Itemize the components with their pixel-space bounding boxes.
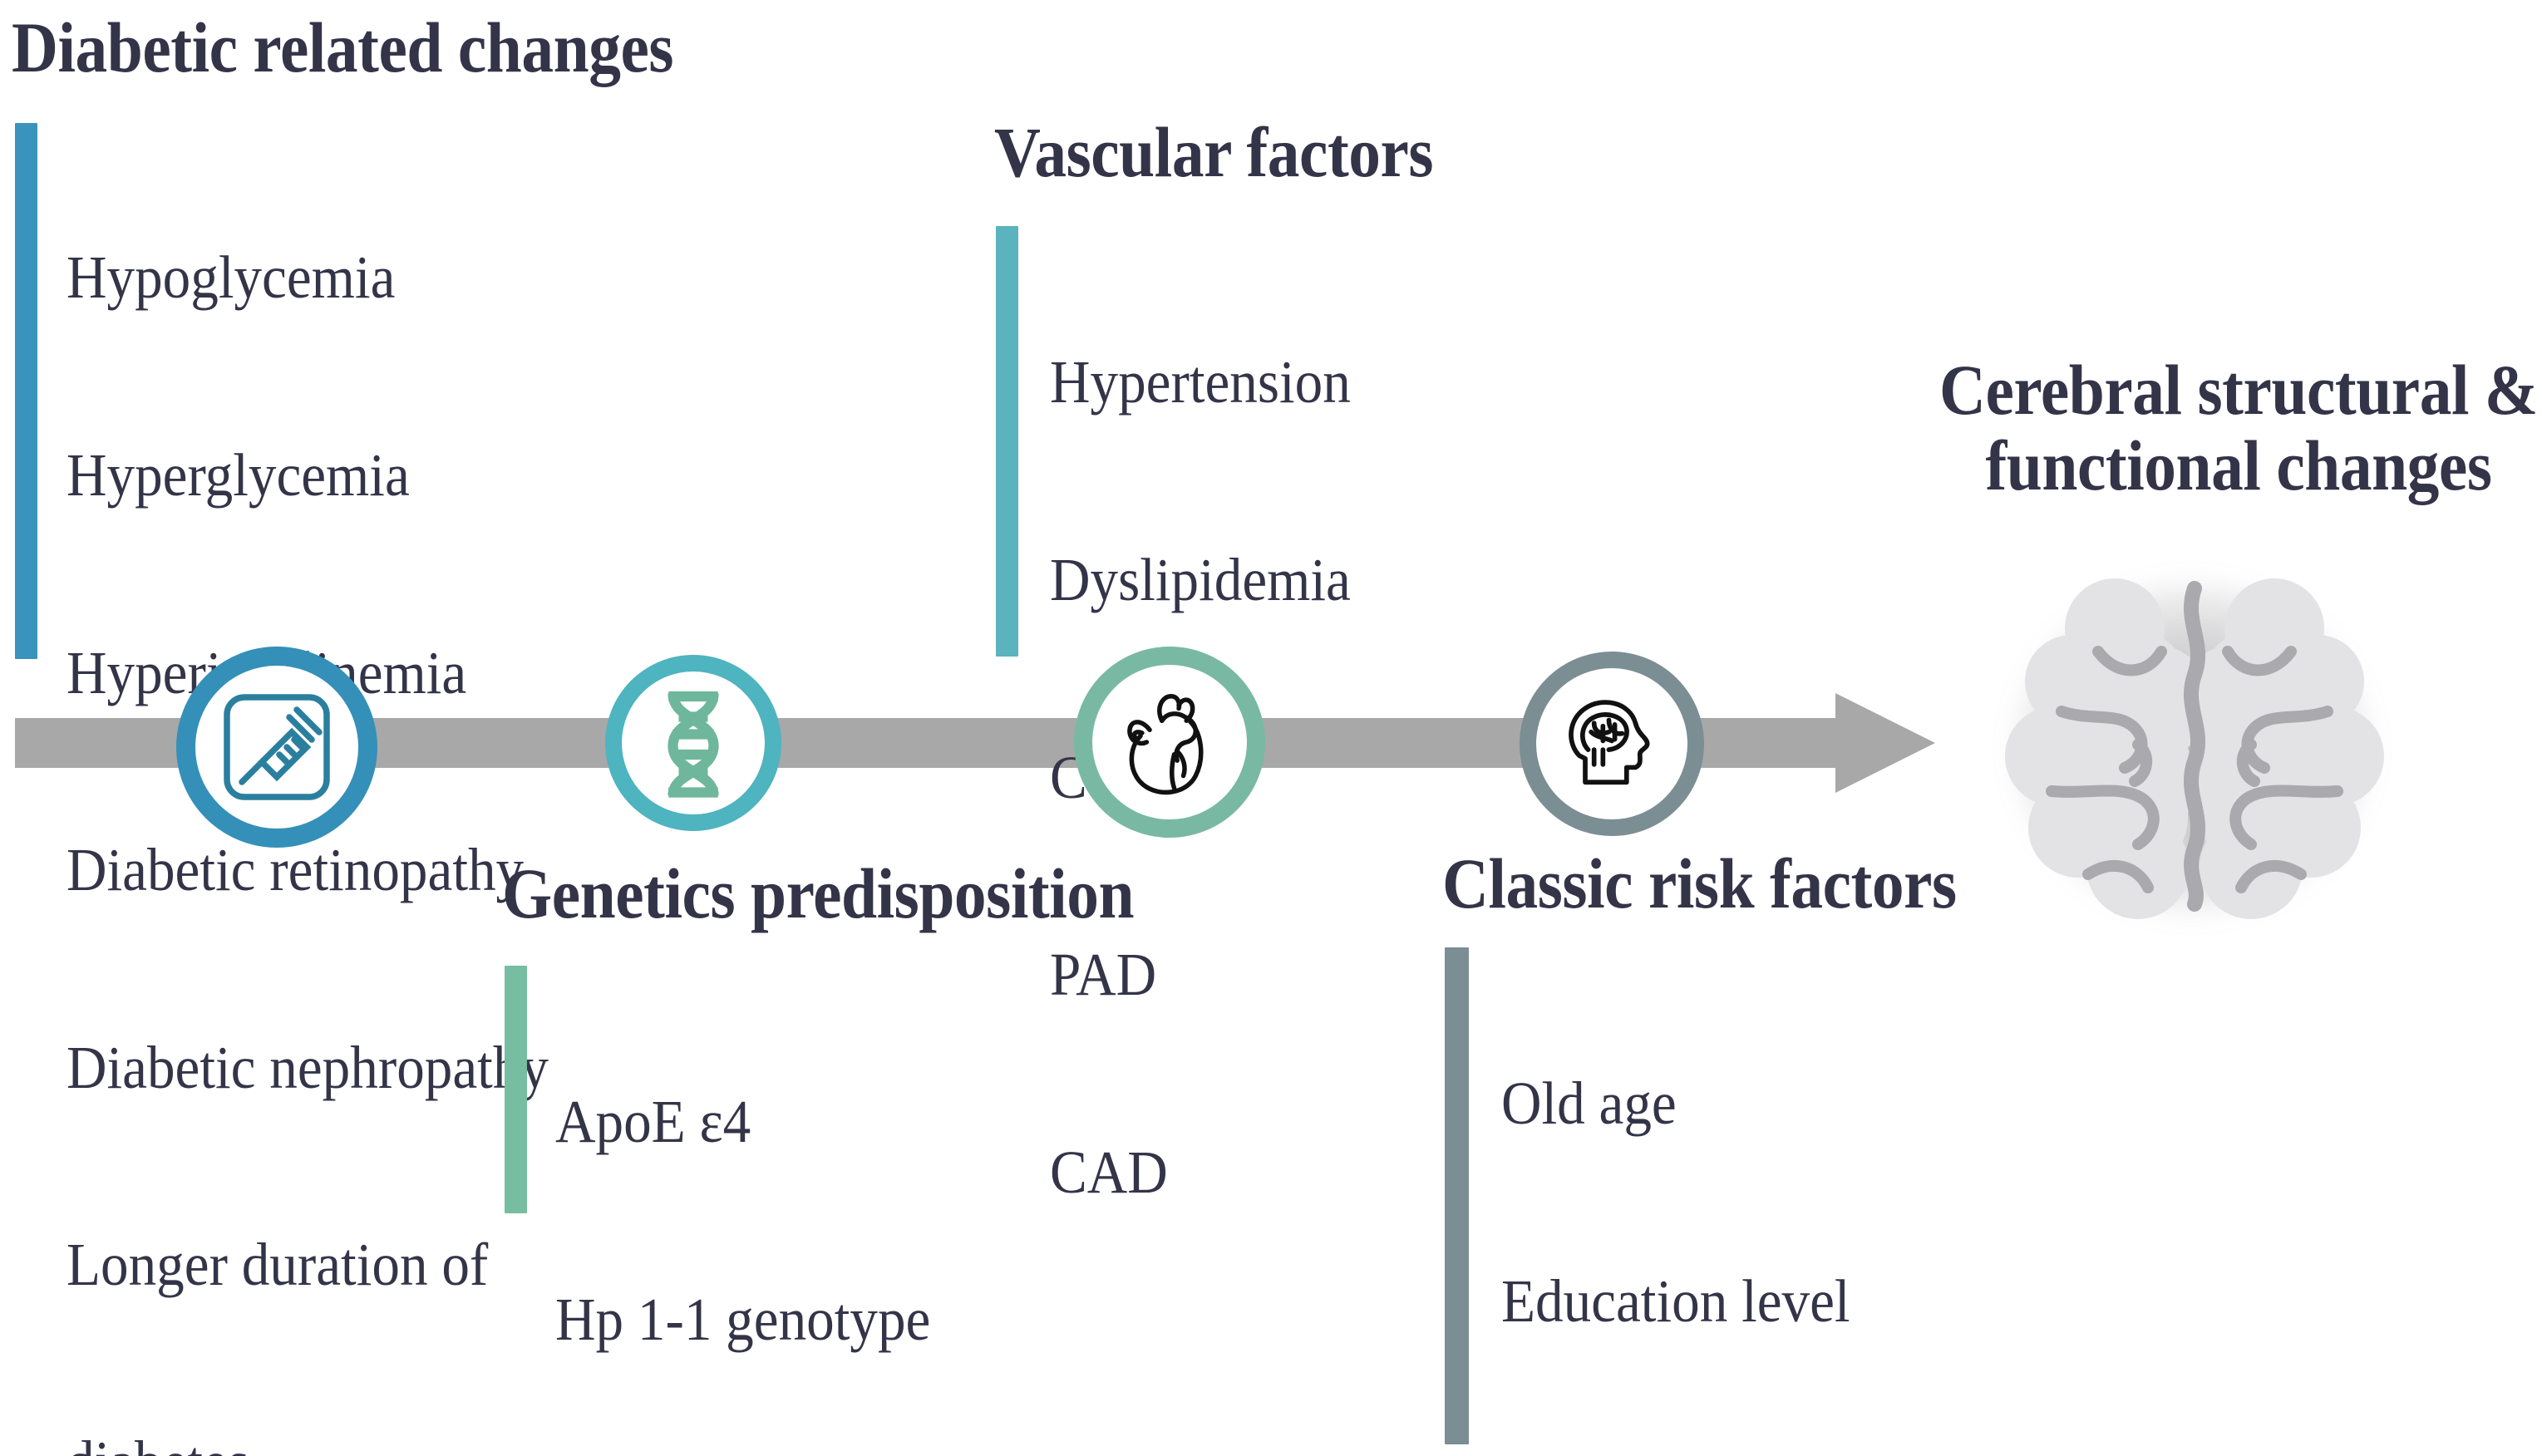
list-item: Hyperglycemia xyxy=(67,441,410,509)
brain-icon xyxy=(2005,578,2384,919)
list-item: Diabetic nephropathy xyxy=(67,1033,549,1101)
list-classic-risk-factors: Old age Education level Depression Physi… xyxy=(1501,939,1915,1456)
node-vascular[interactable] xyxy=(1074,647,1265,838)
heading-cerebral-outcome: Cerebral structural & functional changes xyxy=(1909,352,2542,504)
heading-vascular-factors: Vascular factors xyxy=(994,112,1434,192)
list-item: Hypoglycemia xyxy=(67,243,396,312)
list-item: Education level xyxy=(1501,1267,1850,1335)
list-item: PAD xyxy=(1050,941,1157,1009)
outcome-heading-line-2: functional changes xyxy=(1985,425,2492,506)
list-item: ApoE ε4 xyxy=(555,1088,751,1156)
dna-helix-icon xyxy=(668,691,719,798)
list-item: Old age xyxy=(1501,1070,1677,1138)
list-item: CAD xyxy=(1050,1138,1168,1206)
node-genetics[interactable] xyxy=(605,655,781,831)
brain-illustration xyxy=(1995,548,2394,939)
list-item: Diabetic retinopathy xyxy=(67,836,525,904)
list-item: Dyslipidemia xyxy=(1050,546,1351,614)
outcome-heading-line-1: Cerebral structural & xyxy=(1939,350,2538,430)
node-risk[interactable] xyxy=(1520,652,1704,836)
accent-bar-genetics xyxy=(505,966,527,1213)
heading-genetics-predisposition: Genetics predisposition xyxy=(502,853,1135,933)
list-item: Hypertension xyxy=(1050,348,1351,416)
accent-bar-diabetic xyxy=(15,123,37,659)
syringe-icon xyxy=(224,694,330,800)
heart-icon xyxy=(1127,693,1204,795)
list-item: Longer duration of xyxy=(67,1231,489,1299)
heading-diabetic-related-changes: Diabetic related changes xyxy=(12,7,674,87)
list-genetics-predisposition: ApoE ε4 Hp 1-1 genotype RAGE Gly/Ser gen… xyxy=(555,957,1114,1456)
head-brain-icon xyxy=(1569,700,1650,785)
list-item: Hp 1-1 genotype xyxy=(555,1286,931,1354)
progression-arrow-head xyxy=(1835,693,1935,793)
node-insulin[interactable] xyxy=(176,647,377,848)
heading-classic-risk-factors: Classic risk factors xyxy=(1442,844,1957,923)
accent-bar-classic xyxy=(1445,947,1469,1444)
list-item: diabetes xyxy=(67,1429,549,1456)
accent-bar-vascular xyxy=(996,226,1018,657)
